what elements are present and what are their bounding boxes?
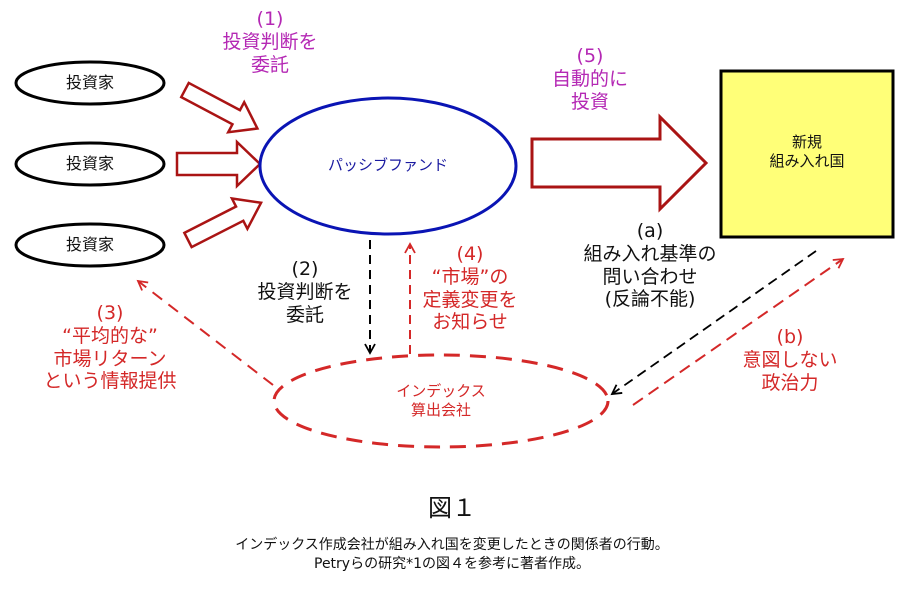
label-step-5: (5) 自動的に 投資 <box>520 45 660 113</box>
step-a-line-2: 問い合わせ <box>602 265 698 288</box>
step-5-line-2: 投資 <box>570 90 609 113</box>
step-5-number: (5) <box>576 45 604 67</box>
step-4-line-3: お知らせ <box>432 311 508 334</box>
block-arrow-investor-3 <box>182 196 263 249</box>
step-4-line-1: “市場”の <box>431 265 509 288</box>
investor-node-3 <box>14 222 166 268</box>
arrow-info-to-investor <box>136 279 274 386</box>
step-5-line-1: 自動的に <box>551 67 628 90</box>
arrow-political-power <box>632 257 845 406</box>
step-a-line-1: 組み入れ基準の <box>583 242 717 265</box>
step-3-line-3: という情報提供 <box>43 370 177 393</box>
step-3-number: (3) <box>96 302 124 324</box>
new-country-label: 新規 組み入れ国 <box>721 133 893 171</box>
step-b-line-2: 政治力 <box>761 371 819 394</box>
passive-fund-node <box>258 96 518 236</box>
step-1-line-2: 委託 <box>250 53 289 76</box>
label-step-a: (a) 組み入れ基準の 問い合わせ (反論不能) <box>570 220 730 311</box>
step-3-line-2: 市場リターン <box>53 347 167 370</box>
investor-node-2 <box>14 141 166 187</box>
new-country-node <box>719 69 895 239</box>
figure-title: 図１ <box>428 494 476 522</box>
step-2-line-1: 投資判断を <box>257 280 353 303</box>
block-arrow-invest <box>530 113 709 213</box>
index-company-node <box>272 353 610 449</box>
passive-fund-label: パッシブファンド <box>327 156 448 174</box>
step-2-number: (2) <box>291 258 319 280</box>
arrow-inquiry <box>610 250 817 396</box>
label-step-1: (1) 投資判断を 委託 <box>200 8 340 76</box>
step-3-line-1: “平均的な” <box>62 324 158 347</box>
investor-node-1 <box>14 60 166 106</box>
step-b-number: (b) <box>776 326 804 348</box>
label-step-3: (3) “平均的な” 市場リターン という情報提供 <box>30 302 190 393</box>
investor-label-2: 投資家 <box>65 154 114 173</box>
step-1-number: (1) <box>256 8 284 30</box>
label-step-4: (4) “市場”の 定義変更を お知らせ <box>410 243 530 334</box>
step-b-line-1: 意図しない <box>742 348 838 371</box>
new-country-line-2: 組み入れ国 <box>769 151 845 170</box>
step-1-line-1: 投資判断を <box>222 30 318 53</box>
investor-label-3: 投資家 <box>65 235 114 254</box>
block-arrow-investor-2 <box>175 139 262 189</box>
index-company-label: インデックス 算出会社 <box>274 382 608 420</box>
step-4-number: (4) <box>456 243 484 265</box>
new-country-line-1: 新規 <box>791 133 822 151</box>
step-a-line-3: (反論不能) <box>604 288 696 311</box>
step-a-number: (a) <box>636 220 664 242</box>
label-step-2: (2) 投資判断を 委託 <box>240 258 370 326</box>
investor-label-1: 投資家 <box>65 73 114 92</box>
label-step-b: (b) 意図しない 政治力 <box>730 326 850 394</box>
step-4-line-2: 定義変更を <box>422 288 518 311</box>
caption-line-1: インデックス作成会社が組み入れ国を変更したときの関係者の行動。 <box>235 537 669 553</box>
figure-caption: インデックス作成会社が組み入れ国を変更したときの関係者の行動。 Petryらの研… <box>0 536 904 574</box>
index-company-line-1: インデックス <box>396 382 486 400</box>
index-company-line-2: 算出会社 <box>410 400 471 419</box>
block-arrow-investor-1 <box>179 81 260 134</box>
caption-line-2: Petryらの研究*1の図４を参考に著者作成。 <box>314 555 590 572</box>
step-2-line-2: 委託 <box>285 303 324 326</box>
